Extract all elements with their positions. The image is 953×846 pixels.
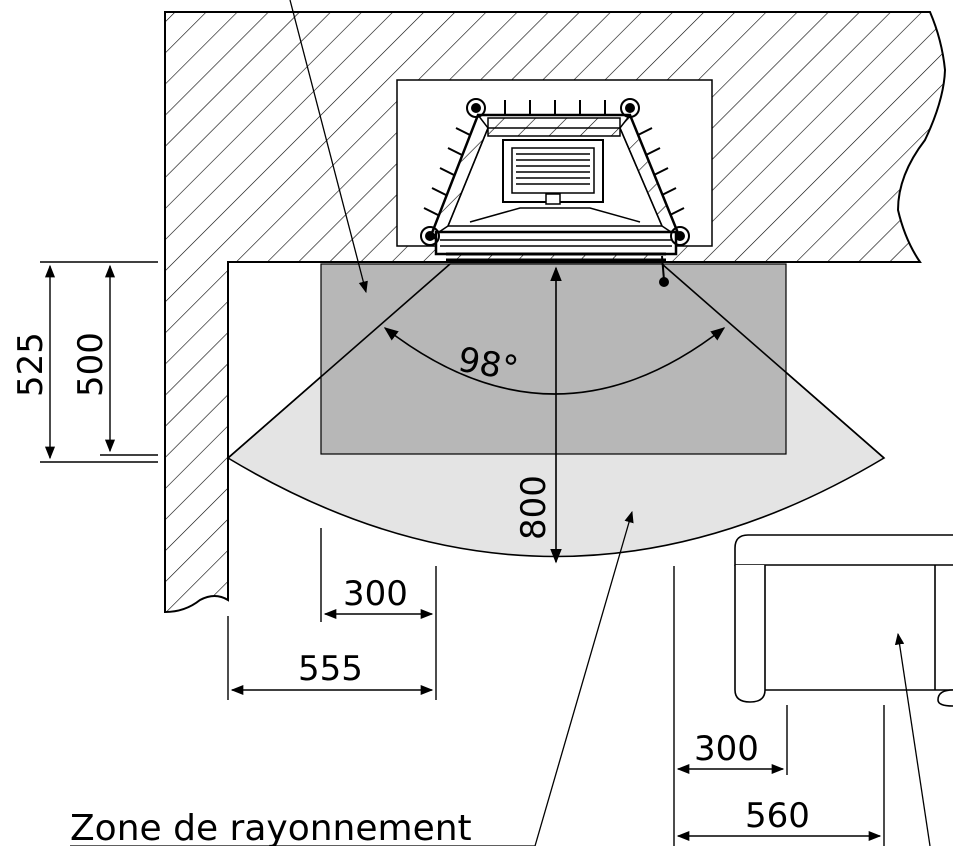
dim-525-label: 525 xyxy=(11,332,51,397)
leader-lines xyxy=(70,0,931,846)
dim-300-left-label: 300 xyxy=(343,574,408,614)
zone-label: Zone de rayonnement xyxy=(70,808,472,846)
dim-bottom-right xyxy=(673,566,885,846)
wall xyxy=(164,11,947,614)
stove-zone-area xyxy=(320,263,787,455)
dim-555-label: 555 xyxy=(298,649,363,689)
dim-left-height xyxy=(40,261,158,463)
stove-icon xyxy=(420,98,690,287)
dim-bottom-left xyxy=(227,528,437,700)
dim-560-label: 560 xyxy=(745,796,810,836)
dim-500-label: 500 xyxy=(71,332,111,397)
dim-300-right-label: 300 xyxy=(694,729,759,769)
sofa-icon xyxy=(734,534,953,707)
dim-800-label: 800 xyxy=(514,475,554,540)
